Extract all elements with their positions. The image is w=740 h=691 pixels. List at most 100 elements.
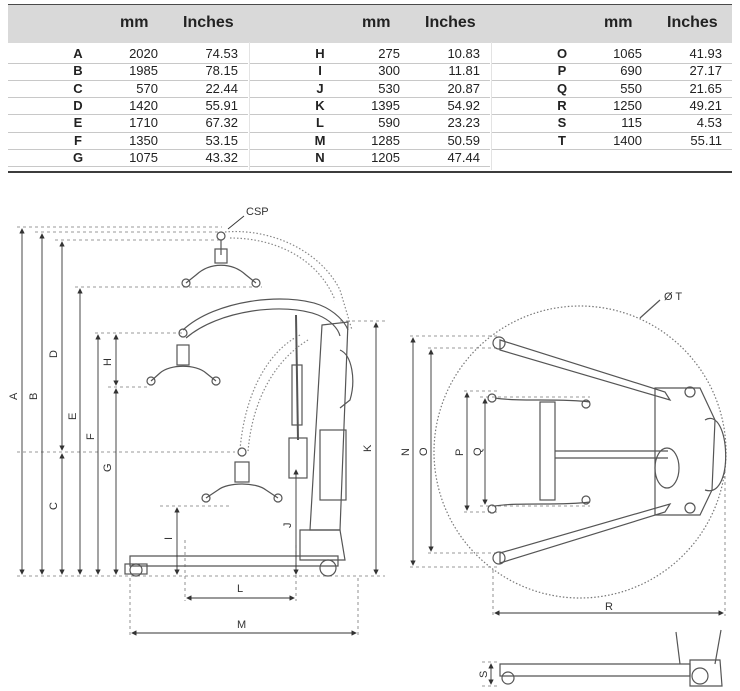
dim-letter: E [73,115,83,131]
row-divider [8,62,248,64]
dim-inches-value: 67.32 [205,115,238,131]
label-i: I [163,537,175,540]
side-labels: CSP A B D C E F H G I J K L M [8,206,374,631]
dim-letter: R [557,97,567,113]
label-k: K [362,444,374,452]
dim-inches-value: 49.21 [689,97,722,113]
row-divider [250,149,490,150]
label-e: E [67,413,79,420]
side-dimension-lines [19,215,379,636]
row-divider [250,114,490,116]
dim-inches-value: 43.32 [205,149,238,165]
label-l: L [237,583,243,595]
top-view [410,299,727,616]
dim-inches-value: 53.15 [205,132,238,148]
side-view [17,226,385,636]
dim-letter: P [557,63,567,79]
row-divider [8,79,248,81]
row-divider [8,166,248,168]
dim-mm-value: 1420 [129,97,158,113]
row-divider [250,131,490,133]
label-b: B [28,393,40,400]
label-f: F [85,433,97,440]
dim-inches-value: 11.81 [448,63,480,79]
dim-inches-value: 74.53 [205,46,238,61]
top-labels: Ø T N O P Q R [400,291,682,613]
dim-letter: N [315,149,325,165]
dim-mm-value: 550 [620,80,642,96]
dim-mm-value: 1065 [613,46,642,61]
dim-inches-value: 27.17 [689,63,722,79]
column-divider [491,42,492,170]
reference-lines [17,226,385,636]
dim-mm-value: 1285 [371,132,400,148]
dim-mm-value: 590 [378,115,400,131]
row-divider [492,79,732,81]
row-divider [250,166,490,168]
column-divider [249,42,250,170]
label-s: S [478,671,490,678]
dim-mm-value: 275 [378,46,400,61]
dim-mm-value: 1075 [129,149,158,165]
header-inches-1: Inches [183,14,234,31]
row-divider [250,97,490,99]
dim-mm-value: 1985 [129,63,158,79]
row-divider [250,62,490,64]
dim-inches-value: 50.59 [447,132,480,148]
label-t: Ø T [664,291,682,303]
row-divider [492,97,732,99]
dim-mm-value: 1205 [371,149,400,165]
dim-letter: A [73,46,83,61]
dim-inches-value: 54.92 [447,97,480,113]
dim-inches-value: 41.93 [689,46,722,61]
dim-letter: L [316,115,324,131]
dim-letter: H [315,46,325,61]
dim-inches-value: 10.83 [447,46,480,61]
label-q: Q [472,447,484,456]
dim-mm-value: 2020 [129,46,158,61]
dim-mm-value: 690 [620,63,642,79]
label-p: P [454,449,466,456]
dim-inches-value: 23.23 [447,115,480,131]
label-n: N [400,448,412,456]
header-inches-2: Inches [425,14,476,31]
label-j: J [282,523,294,529]
label-h: H [102,358,114,366]
label-a: A [8,392,20,400]
table-header-band [8,4,732,43]
label-o: O [418,447,430,456]
dim-mm-value: 570 [136,80,158,96]
row-divider [8,114,248,116]
row-divider [492,62,732,64]
dim-letter: G [72,149,84,165]
dim-inches-value: 55.11 [690,132,722,148]
row-divider [492,131,732,133]
dim-letter: K [315,97,325,113]
dim-mm-value: 300 [378,63,400,79]
dim-letter: D [73,97,83,113]
dim-mm-value: 1250 [613,97,642,113]
dim-letter: B [73,63,83,79]
header-mm-2: mm [362,14,391,31]
dim-mm-value: 115 [621,115,642,131]
top-dimension-lines [410,337,724,616]
header-mm-3: mm [604,14,633,31]
dim-mm-value: 1350 [129,132,158,148]
dim-inches-value: 21.65 [689,80,722,96]
dim-inches-value: 78.15 [205,63,238,79]
base-height-view [482,629,723,687]
label-c: C [48,502,60,510]
dim-letter: J [316,80,324,96]
dim-inches-value: 4.53 [696,115,722,131]
row-divider [8,149,248,150]
dim-inches-value: 22.44 [205,80,238,96]
label-g: G [102,463,114,472]
dim-letter: F [74,132,82,148]
row-divider [492,114,732,116]
dim-mm-value: 1395 [371,97,400,113]
dim-letter: I [318,63,322,79]
dim-inches-value: 55.91 [205,97,238,113]
dim-letter: S [557,115,567,131]
